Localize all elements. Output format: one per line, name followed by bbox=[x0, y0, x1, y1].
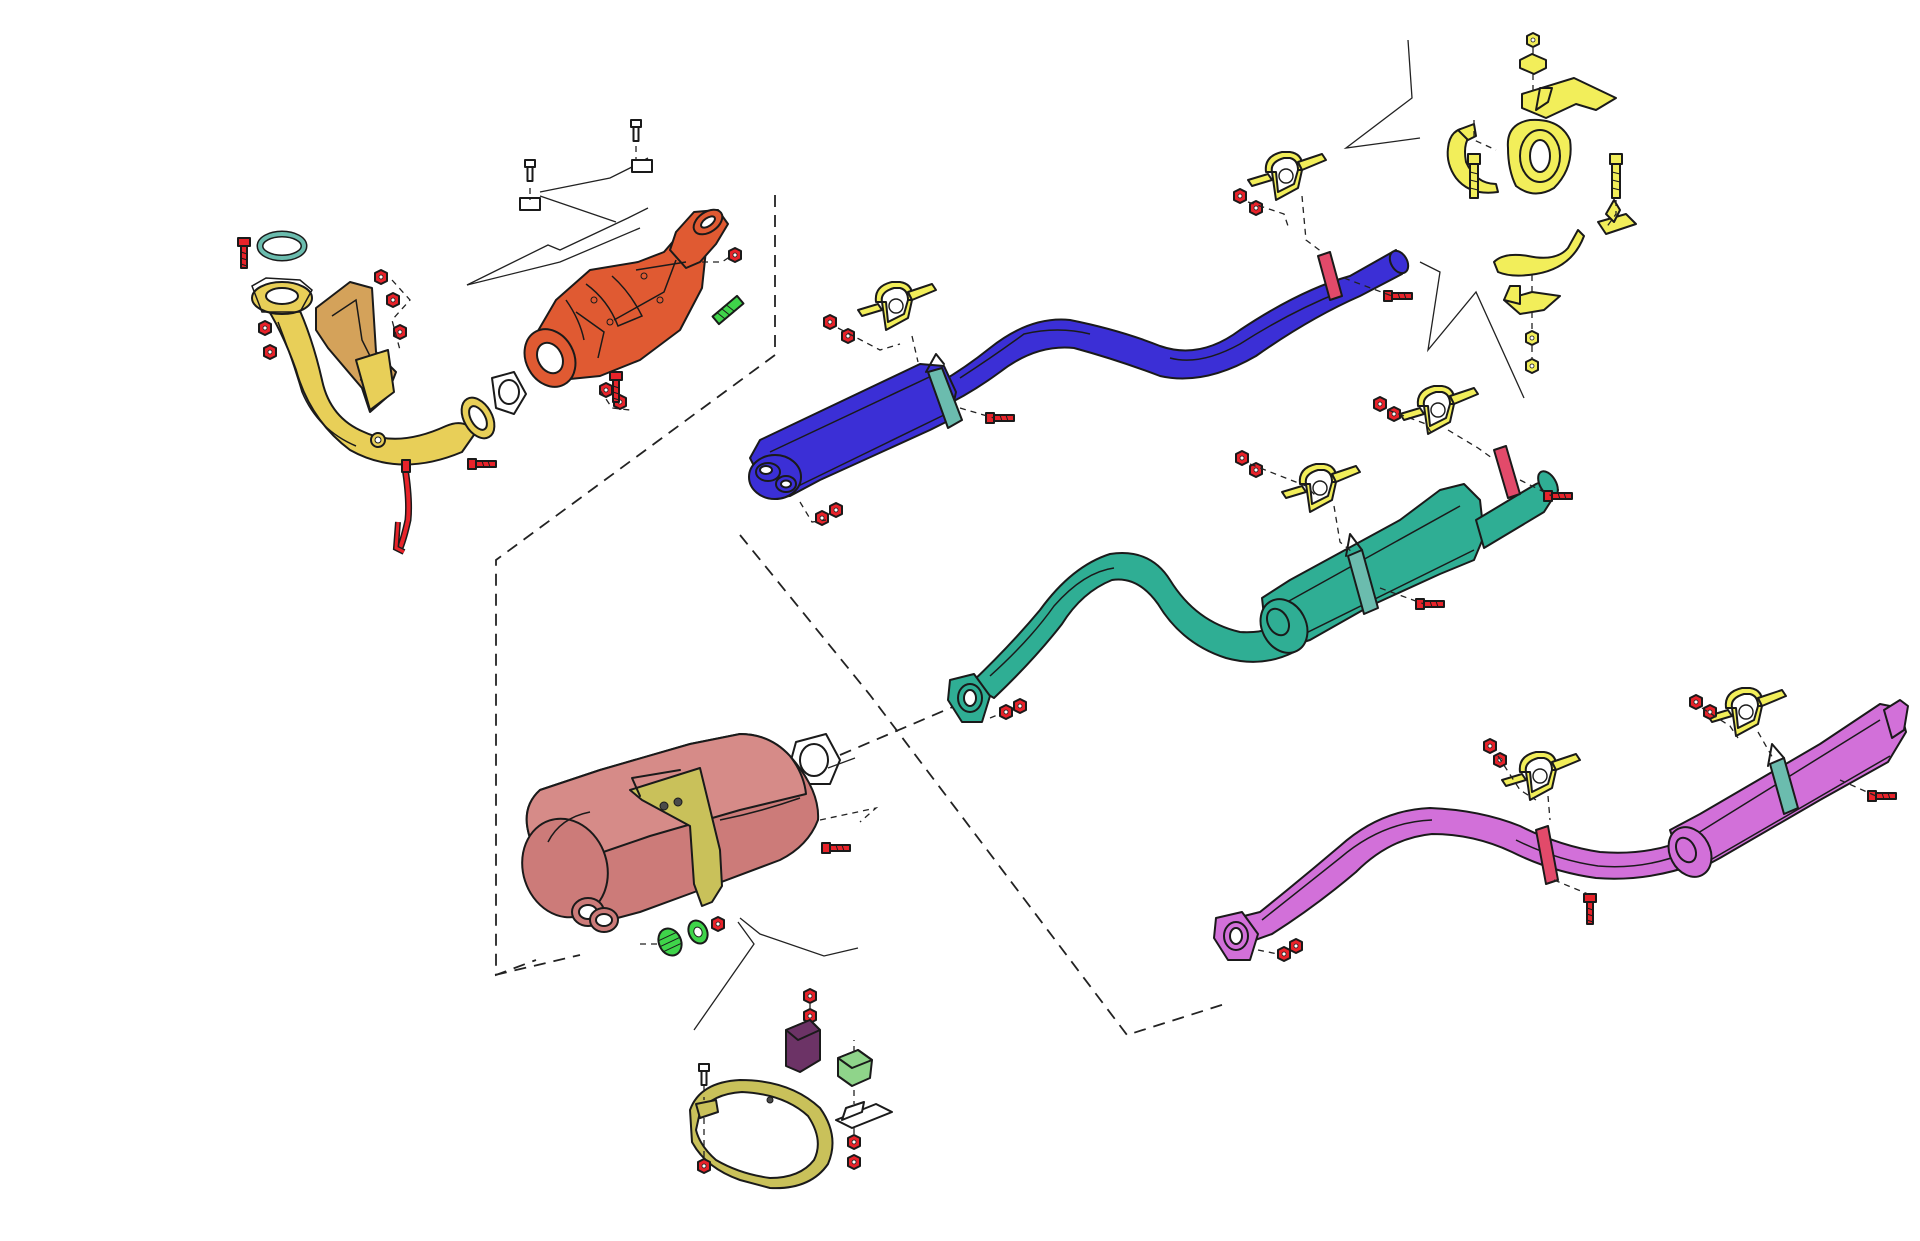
rear-silencer-rubber-mount bbox=[785, 988, 893, 1170]
assembly-leader-lines bbox=[494, 195, 1229, 1037]
catalytic-converter-fasteners bbox=[599, 247, 745, 411]
center-silencer-option-1-hardware bbox=[799, 151, 1413, 526]
lambda-sensor bbox=[392, 459, 413, 555]
mounting-bracket-assembly bbox=[1343, 32, 1637, 399]
center-silencer-option-2-hardware bbox=[989, 385, 1573, 720]
catalytic-converter bbox=[523, 208, 729, 388]
center-silencer-option-1 bbox=[748, 249, 1410, 500]
manifold-gasket-ring bbox=[256, 230, 308, 262]
catalytic-converter-heat-shield bbox=[466, 119, 653, 286]
rear-silencer-strap-assembly bbox=[689, 1063, 834, 1190]
rear-silencer-fasteners bbox=[640, 806, 879, 1031]
front-pipe bbox=[251, 277, 496, 466]
rear-section-option-3-hardware bbox=[1257, 687, 1897, 962]
rear-section-option-3 bbox=[1213, 699, 1909, 961]
front-pipe-heat-shield bbox=[315, 281, 397, 413]
front-pipe-fasteners bbox=[237, 237, 497, 470]
rear-silencer bbox=[521, 733, 820, 933]
flange-gasket-front bbox=[491, 371, 527, 415]
center-silencer-option-2 bbox=[947, 445, 1559, 723]
